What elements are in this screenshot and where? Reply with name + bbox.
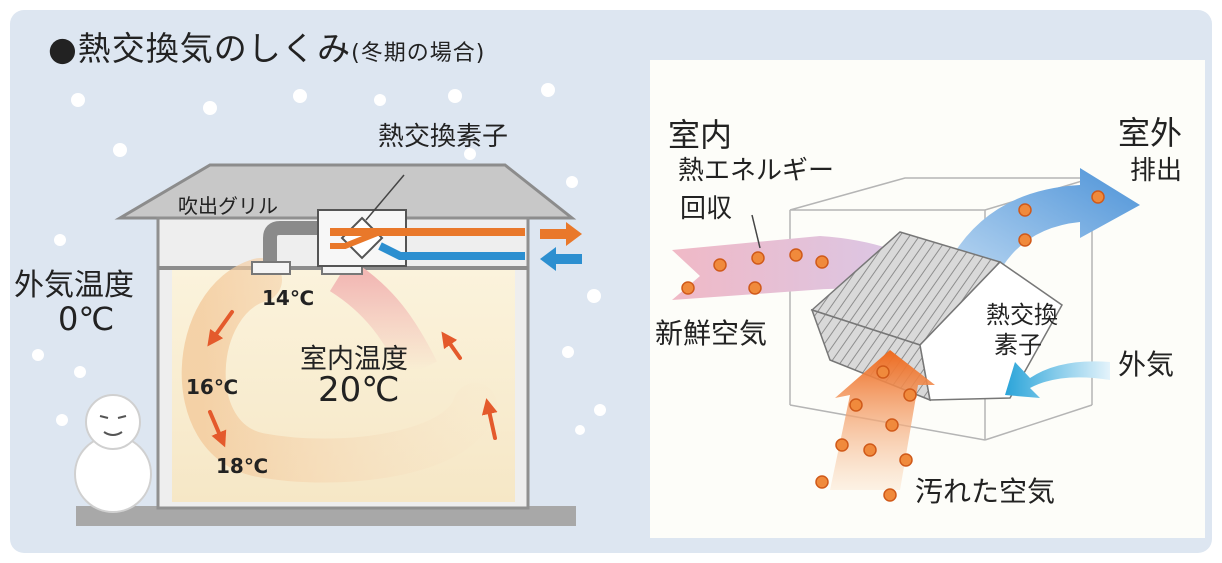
- title-main: ●熱交換気のしくみ: [48, 29, 352, 68]
- element-pointer: [365, 174, 405, 221]
- outlet-grille: [251, 261, 291, 275]
- exhaust-duct-bend: [330, 229, 382, 249]
- outside-temp-value: 0℃: [58, 300, 115, 338]
- indoor-temp-label: 室内温度: [300, 344, 408, 375]
- outside-air-flow: [1005, 361, 1110, 398]
- indoor-label: 室内: [668, 116, 733, 154]
- outside-arrow-in: [540, 247, 582, 271]
- outside-air-label: 外気: [1118, 348, 1175, 381]
- outside-arrow-out: [540, 222, 582, 246]
- temp-18: 18℃: [216, 454, 269, 478]
- grille-label: 吹出グリル: [178, 194, 278, 218]
- exchange-element: [810, 231, 1063, 402]
- recovery-pointer: [751, 214, 761, 249]
- fresh-air-label: 新鮮空気: [655, 317, 768, 350]
- intake-duct: [378, 242, 525, 260]
- page-title: ●熱交換気のしくみ(冬期の場合): [48, 22, 485, 70]
- heat-exchanger-label: 熱交換素子: [378, 122, 509, 152]
- outside-temp-label: 外気温度: [14, 268, 134, 303]
- heat-particles: [681, 190, 1105, 502]
- recovery-label: 回収: [680, 194, 733, 224]
- return-air-plume: [329, 258, 437, 379]
- snowman-icon: [74, 394, 152, 513]
- dirty-air-flow: [830, 350, 935, 490]
- temp-16: 16℃: [186, 375, 239, 399]
- temp-14: 14℃: [262, 286, 315, 310]
- indoor-temp-value: 20℃: [318, 370, 400, 410]
- ground: [76, 506, 576, 526]
- exhaust-label: 排出: [1130, 156, 1183, 186]
- snow-dots: [32, 83, 606, 435]
- warm-air-swirl: [181, 258, 497, 483]
- outdoor-label: 室外: [1118, 114, 1183, 152]
- supply-duct: [263, 221, 320, 268]
- dirty-air-label: 汚れた空気: [915, 475, 1056, 508]
- title-sub: (冬期の場合): [351, 41, 486, 66]
- heat-energy-label: 熱エネルギー: [678, 156, 835, 186]
- element-label-line2: 素子: [994, 331, 1042, 359]
- element-label-line1: 熱交換: [986, 301, 1058, 329]
- circulation-arrows: [207, 310, 498, 448]
